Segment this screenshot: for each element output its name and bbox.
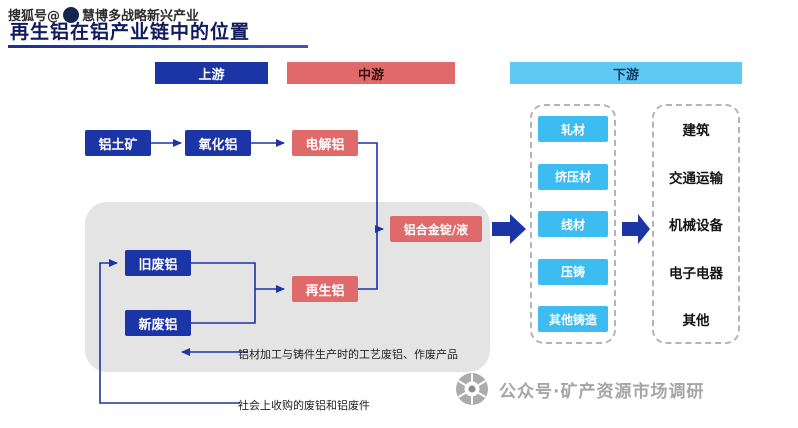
- app-electronics: 电子电器: [669, 265, 723, 282]
- note-purchased-scrap: 社会上收购的废铝和铝废件: [238, 399, 370, 412]
- node-old-scrap: 旧废铝: [125, 250, 191, 276]
- note-process-scrap: 铝材加工与铸件生产时的工艺废铝、作废产品: [238, 348, 458, 361]
- node-electrolytic-aluminum: 电解铝: [292, 130, 358, 156]
- flow-arrow-to-products: [492, 214, 526, 244]
- app-other: 其他: [682, 313, 710, 329]
- product-rolled: 轧材: [538, 116, 608, 142]
- wechat-watermark-text: 公众号·矿产资源市场调研: [499, 381, 705, 402]
- aperture-icon: [456, 373, 488, 405]
- page-title: 再生铝在铝产业链中的位置: [10, 21, 251, 43]
- applications-column: 建筑 交通运输 机械设备 电子电器 其他: [652, 104, 740, 344]
- stage-header-upstream: 上游: [155, 62, 268, 84]
- product-wire: 线材: [538, 211, 608, 237]
- wechat-watermark: 公众号·矿产资源市场调研: [455, 372, 704, 406]
- title-underline: [8, 45, 308, 48]
- node-new-scrap: 新废铝: [125, 310, 191, 336]
- node-recycled-aluminum: 再生铝: [292, 276, 358, 302]
- node-bauxite: 铝土矿: [85, 130, 151, 156]
- product-other-cast: 其他铸造: [538, 306, 608, 332]
- downstream-products-column: 轧材 挤压材 线材 压铸 其他铸造: [530, 104, 616, 344]
- app-machinery: 机械设备: [669, 218, 723, 234]
- product-die-cast: 压铸: [538, 258, 608, 285]
- sohu-watermark: 搜狐号@ 慧博多战略新兴产业: [8, 5, 199, 24]
- node-alloy-ingot: 铝合金锭/液: [390, 216, 482, 242]
- app-construction: 建筑: [682, 123, 710, 139]
- flow-arrow-to-applications: [622, 214, 650, 244]
- product-extruded: 挤压材: [538, 163, 608, 190]
- node-alumina: 氧化铝: [185, 130, 251, 156]
- stage-header-midstream: 中游: [287, 62, 455, 84]
- app-transportation: 交通运输: [669, 170, 723, 187]
- stage-header-downstream: 下游: [510, 62, 742, 84]
- sohu-account-name: 慧博多战略新兴产业: [82, 9, 200, 24]
- sohu-logo-icon: [63, 6, 80, 23]
- sohu-watermark-prefix: 搜狐号@: [8, 9, 61, 24]
